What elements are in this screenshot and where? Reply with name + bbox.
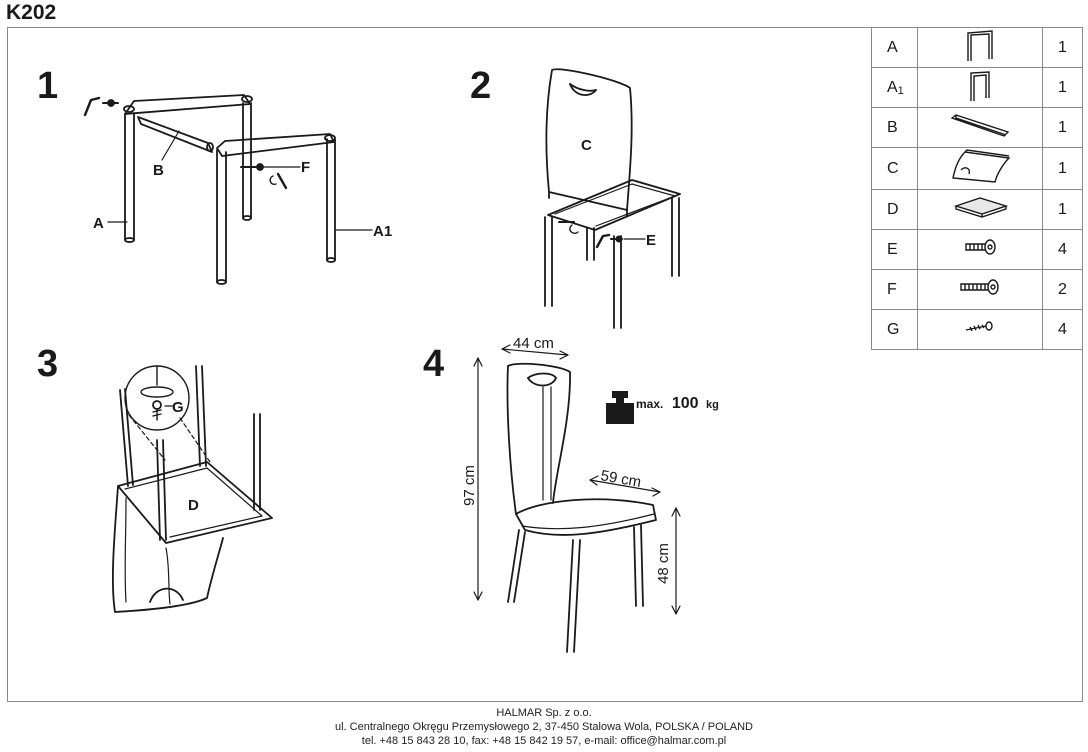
label-d: D — [188, 497, 199, 514]
company-contact: tel. +48 15 843 28 10, fax: +48 15 842 1… — [361, 735, 727, 747]
screw-icon — [917, 309, 1043, 350]
part-qty: 1 — [1042, 107, 1083, 148]
max-load-prefix: max. — [636, 397, 663, 411]
part-letter: E — [871, 229, 918, 270]
part-qty: 4 — [1042, 309, 1083, 350]
max-load: max. 100 kg — [636, 395, 719, 412]
parts-table: A 1 A1 1 B 1 C 1 D 1 E 4 — [871, 27, 1083, 350]
label-e: E — [646, 232, 656, 249]
frame-a1-icon — [917, 67, 1043, 108]
max-load-value: 100 — [672, 395, 699, 412]
crossbar-icon — [917, 107, 1043, 148]
parts-row: A1 1 — [871, 67, 1083, 108]
part-qty: 4 — [1042, 229, 1083, 270]
step-3-number: 3 — [37, 343, 58, 385]
label-b: B — [153, 162, 164, 179]
part-letter: A1 — [871, 67, 918, 108]
backrest-icon — [917, 147, 1043, 190]
label-a: A — [93, 215, 104, 232]
step-4-number: 4 — [423, 343, 444, 385]
part-letter: D — [871, 189, 918, 230]
label-f: F — [301, 159, 310, 176]
dim-height: 97 cm — [461, 465, 478, 506]
parts-row: F 2 — [871, 269, 1083, 310]
bolt-short-icon — [917, 229, 1043, 270]
part-qty: 1 — [1042, 147, 1083, 190]
parts-row: E 4 — [871, 229, 1083, 270]
label-a1: A1 — [373, 223, 392, 240]
part-qty: 1 — [1042, 27, 1083, 68]
part-letter: G — [871, 309, 918, 350]
part-qty: 1 — [1042, 67, 1083, 108]
step-1-illustration — [83, 94, 373, 285]
parts-row: B 1 — [871, 107, 1083, 148]
parts-row: C 1 — [871, 147, 1083, 190]
step-3-illustration — [111, 365, 273, 613]
seat-icon — [917, 189, 1043, 230]
step-2-illustration — [544, 68, 681, 329]
parts-row: A 1 — [871, 27, 1083, 68]
bolt-long-icon — [917, 269, 1043, 310]
label-g: G — [172, 399, 184, 416]
dim-depth: 59 cm — [599, 467, 642, 491]
parts-row: D 1 — [871, 189, 1083, 230]
max-load-unit: kg — [706, 399, 719, 411]
company-address: ul. Centralnego Okręgu Przemysłowego 2, … — [334, 721, 753, 733]
model-code: K202 — [6, 1, 57, 24]
part-letter: F — [871, 269, 918, 310]
label-c: C — [581, 137, 592, 154]
part-letter: A — [871, 27, 918, 68]
part-letter: C — [871, 147, 918, 190]
part-qty: 1 — [1042, 189, 1083, 230]
company-name: HALMAR Sp. z o.o. — [496, 707, 592, 719]
dim-width: 44 cm — [513, 335, 554, 352]
part-letter: B — [871, 107, 918, 148]
step-1-number: 1 — [37, 65, 58, 107]
instruction-frame — [7, 27, 1083, 702]
frame-a-icon — [917, 27, 1043, 68]
step-4-illustration — [473, 344, 681, 653]
part-qty: 2 — [1042, 269, 1083, 310]
assembly-drawing: 1 B F A A1 2 — [37, 65, 719, 653]
company-footer: HALMAR Sp. z o.o. ul. Centralnego Okręgu… — [0, 706, 1088, 748]
parts-row: G 4 — [871, 309, 1083, 350]
dim-seat-height: 48 cm — [655, 543, 672, 584]
step-2-number: 2 — [470, 65, 491, 107]
